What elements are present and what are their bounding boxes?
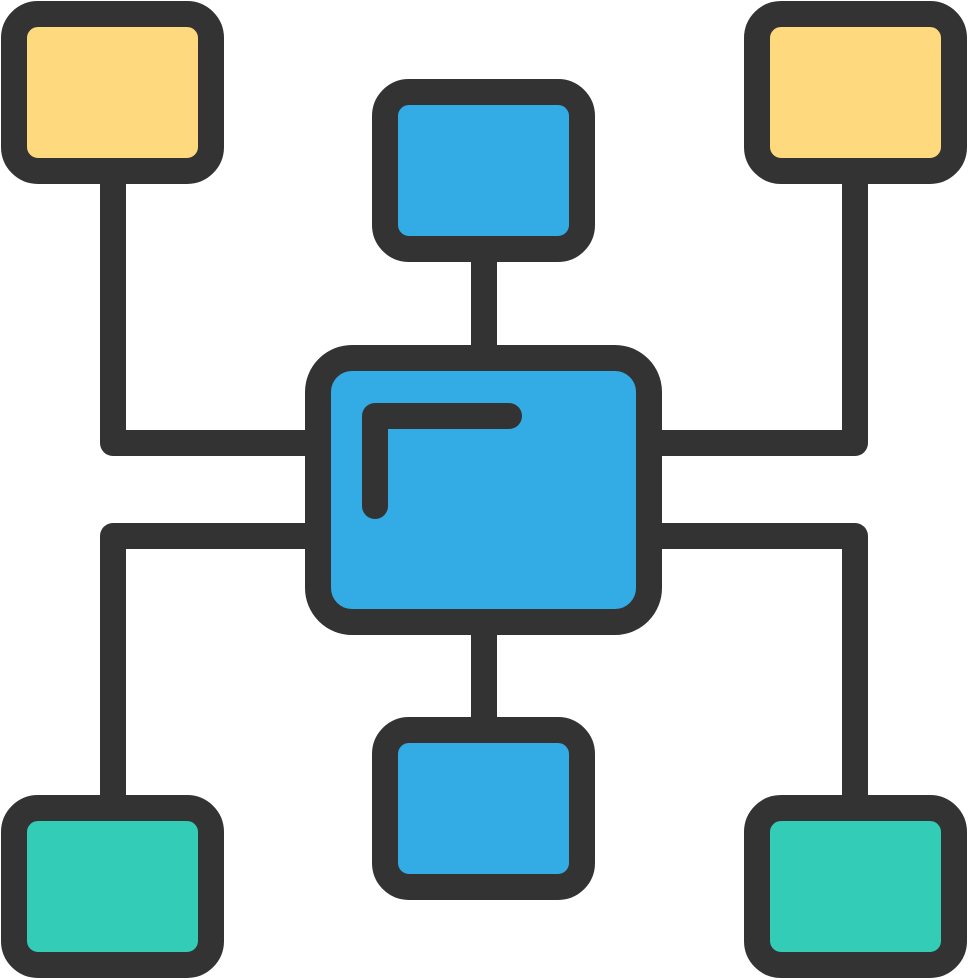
connector-bottom-right <box>637 523 868 821</box>
connector-top-left <box>100 170 331 456</box>
node-top-center <box>372 79 595 262</box>
hub-highlight-mark <box>362 403 522 519</box>
connector-bottom-left <box>100 523 331 821</box>
node-bottom-center <box>372 717 595 900</box>
node-top-right <box>744 1 967 184</box>
node-top-left <box>1 1 224 184</box>
node-bottom-left <box>1 795 224 978</box>
node-bottom-right <box>744 795 967 978</box>
connector-top-right <box>637 170 868 456</box>
